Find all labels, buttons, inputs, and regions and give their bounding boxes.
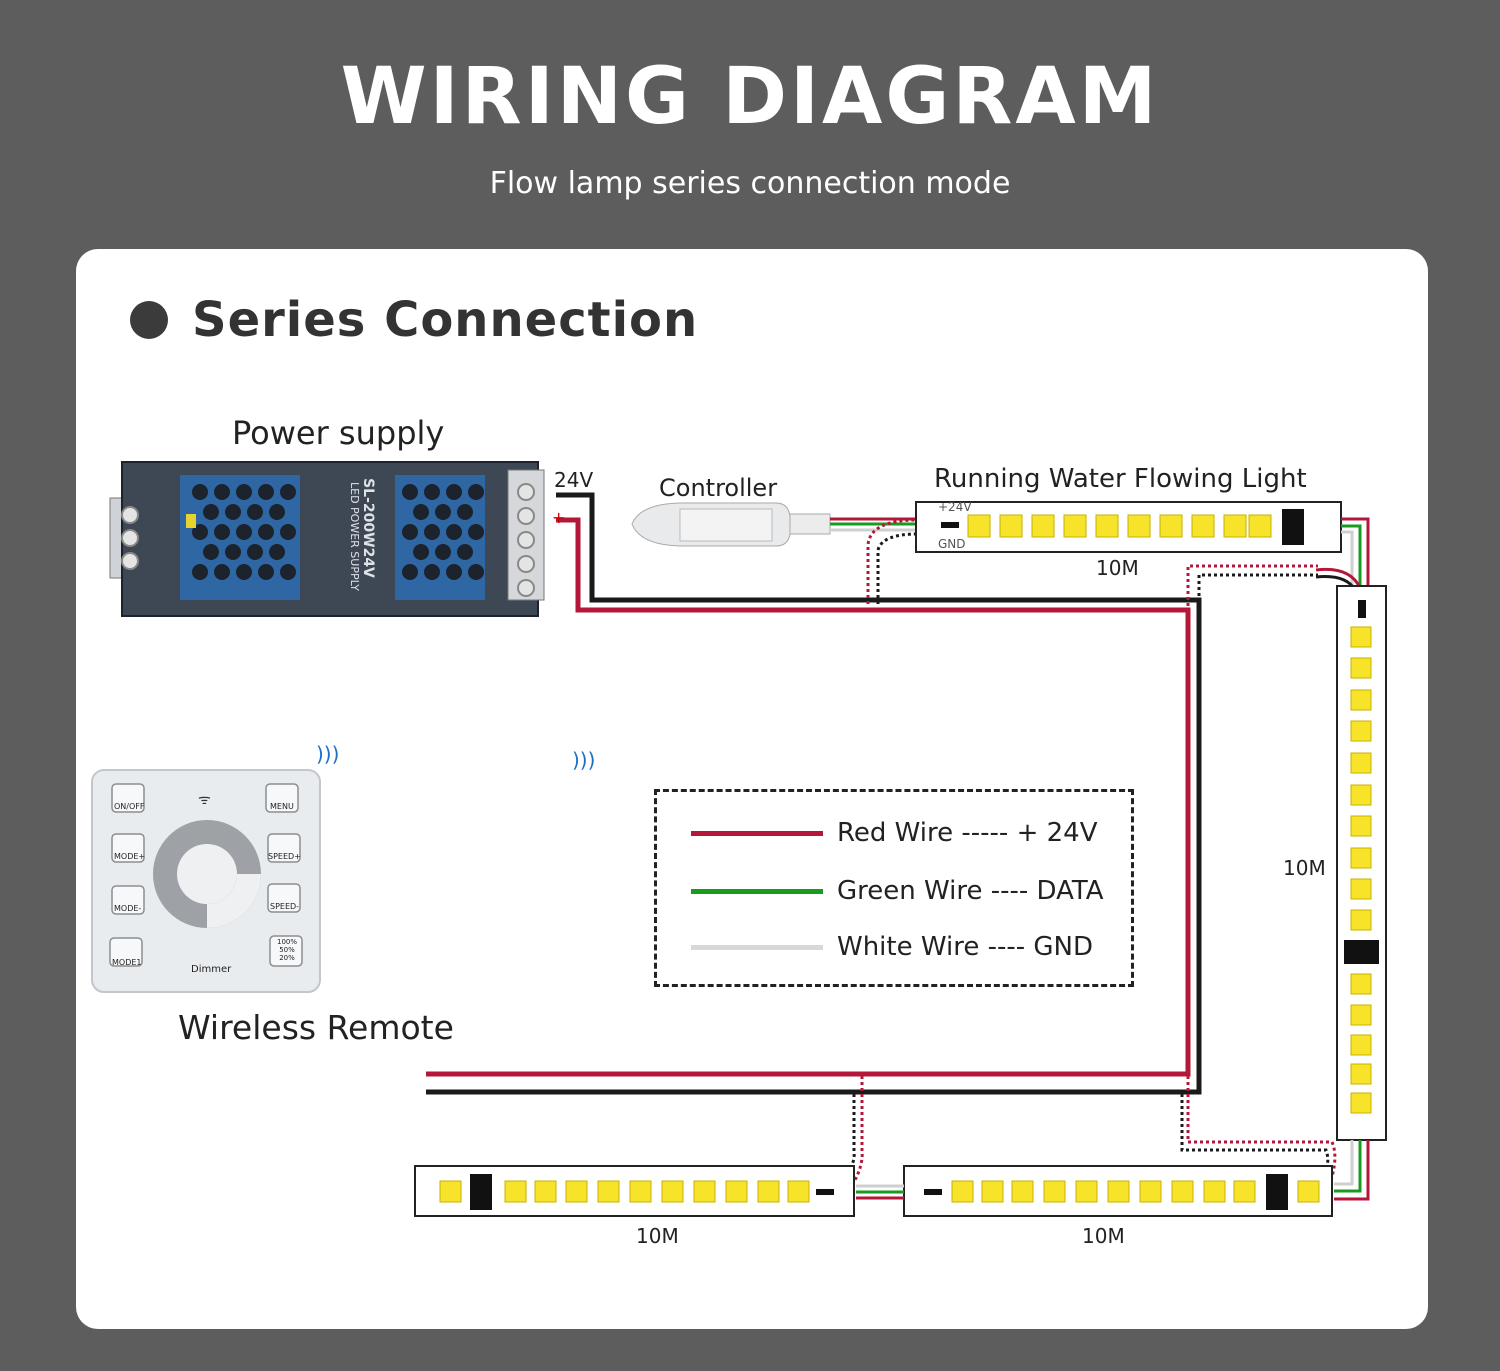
plus-label: + bbox=[552, 508, 566, 527]
voltage-label: 24V bbox=[554, 468, 594, 492]
supply-wires bbox=[426, 492, 1202, 1095]
red-wire-swatch bbox=[691, 830, 823, 836]
power-supply-label: Power supply bbox=[232, 414, 445, 452]
wire-legend: Red Wire ----- + 24V Green Wire ---- DAT… bbox=[654, 789, 1134, 987]
legend-row-red: Red Wire ----- + 24V bbox=[691, 818, 1098, 848]
wireless-remote-device bbox=[91, 769, 321, 993]
remote-mode-minus-label: MODE- bbox=[114, 904, 142, 913]
led-strip-bottom-right bbox=[903, 1165, 1333, 1217]
led-strip-top bbox=[915, 501, 1342, 553]
remote-speed-minus-label: SPEED- bbox=[270, 902, 300, 911]
controller-wires bbox=[830, 517, 919, 604]
strip-length-top: 10M bbox=[1096, 556, 1139, 580]
legend-label-red: Red Wire ----- + 24V bbox=[837, 818, 1098, 848]
remote-menu-label: MENU bbox=[270, 802, 294, 811]
power-supply-unit bbox=[109, 461, 545, 617]
remote-bright-label: 100% 50% 20% bbox=[276, 938, 297, 962]
running-light-label: Running Water Flowing Light bbox=[934, 464, 1307, 494]
controller-label: Controller bbox=[659, 474, 778, 502]
legend-row-white: White Wire ---- GND bbox=[691, 932, 1093, 962]
remote-mode1-label: MODE1 bbox=[112, 958, 142, 967]
remote-mode-plus-label: MODE+ bbox=[114, 852, 146, 861]
ps-model-print: SL-200W24V bbox=[359, 478, 376, 578]
page-subtitle: Flow lamp series connection mode bbox=[489, 166, 1011, 201]
remote-wifi-icon: ᯤ bbox=[198, 792, 211, 808]
legend-row-green: Green Wire ---- DATA bbox=[691, 876, 1104, 906]
strip-gnd-label: GND bbox=[938, 537, 966, 551]
strip-length-bottom-right: 10M bbox=[1082, 1224, 1125, 1248]
legend-label-white: White Wire ---- GND bbox=[837, 932, 1094, 962]
section-heading: Series Connection bbox=[130, 292, 698, 348]
wireless-remote-label: Wireless Remote bbox=[178, 1008, 454, 1047]
strip-plus-label: +24V bbox=[938, 500, 972, 514]
led-strip-bottom-left bbox=[414, 1165, 855, 1217]
remote-name-label: Dimmer bbox=[191, 964, 232, 975]
led-strip-right bbox=[1336, 585, 1387, 1141]
remote-speed-plus-label: SPEED+ bbox=[268, 852, 301, 861]
strip-length-right: 10M bbox=[1283, 856, 1326, 880]
wifi-signal-icon: ))) bbox=[572, 748, 596, 772]
legend-label-green: Green Wire ---- DATA bbox=[837, 876, 1104, 906]
page-title: WIRING DIAGRAM bbox=[340, 52, 1160, 142]
wifi-signal-icon: ))) bbox=[316, 742, 340, 766]
bullet-icon bbox=[130, 301, 168, 339]
green-wire-swatch bbox=[691, 888, 823, 894]
section-title: Series Connection bbox=[192, 292, 699, 348]
remote-onoff-label: ON/OFF bbox=[114, 802, 145, 811]
strip-length-bottom-left: 10M bbox=[636, 1224, 679, 1248]
white-wire-swatch bbox=[691, 944, 823, 950]
controller-unit bbox=[631, 502, 831, 547]
